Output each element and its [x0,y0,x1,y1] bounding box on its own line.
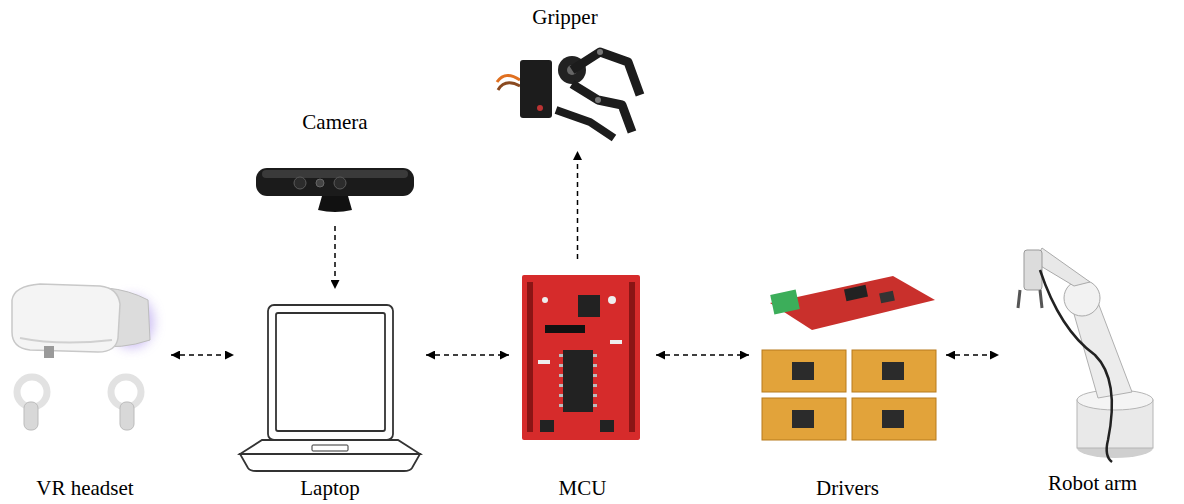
component-label: Robot arm [1048,471,1137,495]
driver-boards-picture [762,276,936,440]
camera-picture [256,168,414,212]
dashed-arrow [426,354,509,356]
gripper-picture [497,49,640,138]
component: VR headset [5,270,165,500]
dashed-arrow [946,354,999,356]
dashed-arrow [656,354,749,356]
component: Drivers [755,265,940,500]
vr-headset-picture [12,284,154,430]
dashed-arrow [334,226,336,289]
component-label: Laptop [300,476,359,500]
component: MCU [515,265,650,500]
component: Laptop [240,295,420,500]
component: Camera [250,110,420,220]
dashed-arrow [577,151,579,259]
mcu-board-picture [522,275,640,440]
component-label: MCU [559,476,607,500]
laptop-picture [240,305,420,471]
component-label: VR headset [36,476,133,500]
component-label: Drivers [816,476,879,500]
component-label: Camera [302,110,367,134]
dashed-arrow [171,354,234,356]
component-label: Gripper [532,5,597,29]
component: Robot arm [1005,245,1180,495]
robot-arm-picture [1018,248,1153,462]
component: Gripper [490,5,640,145]
